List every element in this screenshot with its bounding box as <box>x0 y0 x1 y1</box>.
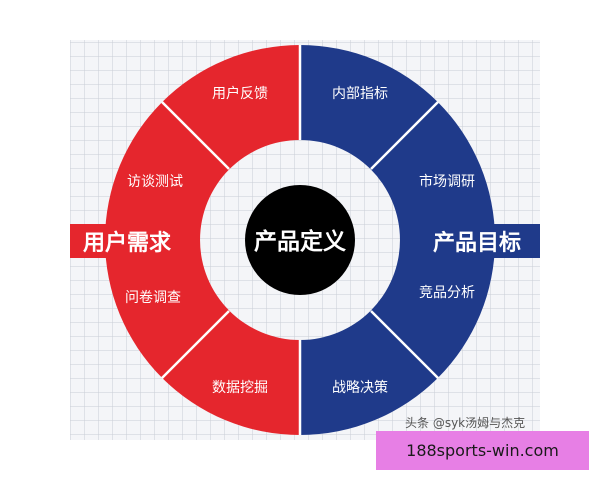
right-ring-half <box>300 45 495 435</box>
right-tag-box <box>415 224 540 258</box>
left-tag-label: 用户需求 <box>83 230 171 256</box>
left-ring-half <box>105 45 300 435</box>
watermark-banner[interactable]: 188sports-win.com <box>376 431 589 470</box>
segment-dividers <box>161 45 439 435</box>
divider-upper-left <box>161 101 230 170</box>
divider-lower-left <box>161 310 230 379</box>
center-label: 产品定义 <box>254 228 346 255</box>
left-segment-3: 问卷调查 <box>125 290 181 306</box>
right-segment-3: 竞品分析 <box>419 284 475 301</box>
right-segment-2: 市场调研 <box>419 173 475 190</box>
left-tag-box <box>70 224 185 258</box>
center-circle <box>245 185 355 295</box>
right-tag-label: 产品目标 <box>433 230 521 256</box>
left-segment-1: 用户反馈 <box>212 85 268 102</box>
divider-upper-right <box>370 101 439 170</box>
left-segment-4: 数据挖掘 <box>212 380 268 396</box>
right-segment-4: 战略决策 <box>332 379 388 396</box>
right-segment-1: 内部指标 <box>332 86 388 102</box>
watermark-text: 188sports-win.com <box>406 441 559 460</box>
divider-lower-right <box>370 310 439 379</box>
left-segment-2: 访谈测试 <box>127 174 183 190</box>
credit-text: 头条 @syk汤姆与杰克 <box>405 416 526 430</box>
